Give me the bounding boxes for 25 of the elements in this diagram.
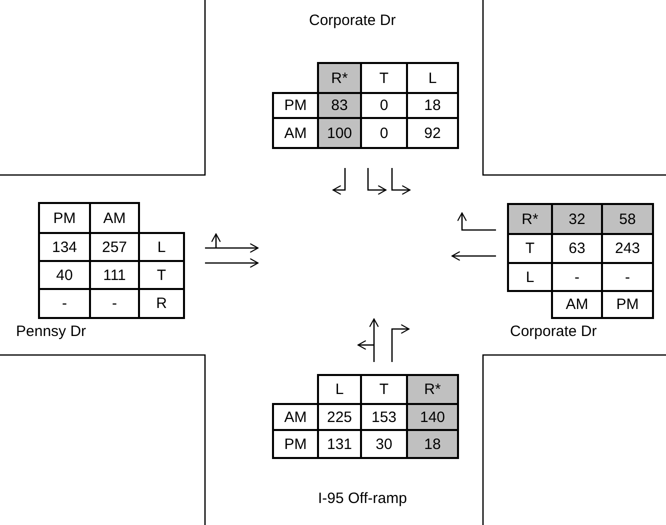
table-cell: 58: [601, 203, 654, 235]
table-cell: L: [406, 62, 459, 94]
street-name: I-95 Off-ramp: [318, 490, 407, 507]
table-cell: R*: [317, 62, 362, 94]
table-cell: L: [138, 232, 185, 262]
table-cell: 32: [551, 203, 603, 235]
table-cell: R*: [507, 203, 553, 235]
table-cell: PM: [38, 202, 91, 234]
table-cell: PM: [272, 429, 319, 459]
table-cell: L: [507, 262, 553, 292]
table-cell: AM: [272, 403, 319, 431]
table-cell: -: [38, 288, 91, 319]
table-cell: 140: [406, 403, 459, 431]
table-cell: L: [317, 374, 362, 405]
street-name: Pennsy Dr: [16, 323, 86, 340]
table-cell: PM: [601, 290, 654, 319]
table-cell: 100: [317, 117, 362, 149]
table-cell: R*: [406, 374, 459, 405]
table-cell: AM: [89, 202, 140, 234]
table-cell: 92: [406, 117, 459, 149]
table-cell: R: [138, 288, 185, 319]
street-name: Corporate Dr: [510, 323, 597, 340]
table-cell: AM: [551, 290, 603, 319]
table-cell: 18: [406, 429, 459, 459]
street-name: Corporate Dr: [309, 12, 396, 29]
